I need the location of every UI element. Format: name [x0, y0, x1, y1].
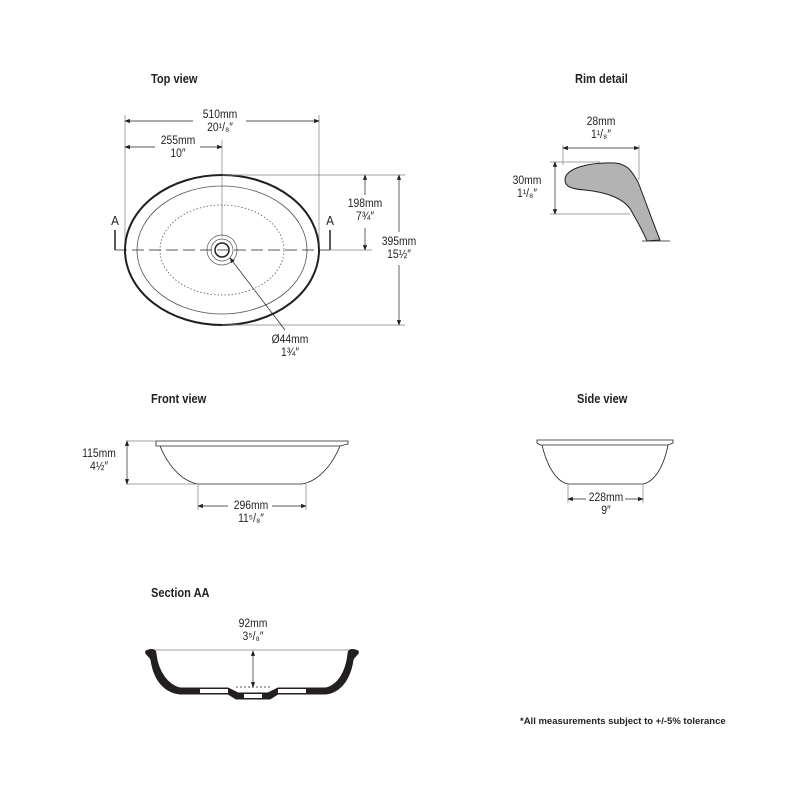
- rim-detail-drawing: [550, 145, 670, 242]
- top-width-label: 510mm 20¹/₈″: [198, 109, 243, 135]
- rim-height-in: 1¹/₈″: [516, 188, 538, 200]
- top-depth-mm: 395mm: [381, 236, 417, 248]
- top-width-in: 20¹/₈″: [207, 122, 233, 134]
- front-base-in: 11⁵/₈″: [238, 513, 264, 525]
- front-view-title: Front view: [151, 391, 207, 406]
- side-view-drawing: [536, 439, 674, 503]
- drain-diameter-mm: Ø44mm: [271, 334, 309, 346]
- top-depth-label: 395mm 15½″: [377, 236, 422, 262]
- front-height-in: 4½″: [89, 461, 109, 473]
- section-aa-drawing: [145, 648, 359, 700]
- section-depth-in: 3⁵/₈″: [242, 631, 264, 643]
- top-half-width-label: 255mm 10″: [156, 135, 201, 161]
- front-height-mm: 115mm: [82, 448, 116, 460]
- tolerance-footnote: *All measurements subject to +/-5% toler…: [520, 716, 726, 727]
- side-view-title: Side view: [577, 391, 628, 406]
- top-depth-in: 15½″: [387, 249, 411, 261]
- rim-height-label: 30mm 1¹/₈″: [505, 175, 550, 201]
- rim-width-mm: 28mm: [586, 116, 616, 128]
- rim-width-in: 1¹/₈″: [590, 129, 612, 141]
- drain-diameter-in: 1¾″: [280, 347, 300, 359]
- side-base-mm: 228mm: [588, 492, 624, 504]
- rim-detail-title: Rim detail: [575, 71, 628, 86]
- top-view-drawing: [114, 115, 405, 331]
- section-marker-left: A: [111, 213, 119, 228]
- top-view-title: Top view: [151, 71, 198, 86]
- top-width-mm: 510mm: [202, 109, 238, 121]
- section-aa-title: Section AA: [151, 585, 210, 600]
- section-depth-mm: 92mm: [238, 618, 268, 630]
- side-base-in: 9″: [601, 505, 611, 517]
- top-half-depth-mm: 198mm: [347, 198, 383, 210]
- rim-width-label: 28mm 1¹/₈″: [579, 116, 624, 142]
- section-marker-right: A: [326, 213, 334, 228]
- rim-height-mm: 30mm: [512, 175, 542, 187]
- top-half-depth-label: 198mm 7¾″: [343, 198, 388, 224]
- front-view-drawing: [124, 440, 349, 510]
- top-half-depth-in: 7¾″: [355, 211, 375, 223]
- drain-diameter-label: Ø44mm 1¾″: [268, 334, 313, 360]
- section-depth-label: 92mm 3⁵/₈″: [231, 618, 276, 644]
- front-base-mm: 296mm: [233, 500, 269, 512]
- top-half-width-in: 10″: [170, 148, 186, 160]
- side-base-label: 228mm 9″: [584, 492, 629, 518]
- front-height-label: 115mm 4½″: [77, 448, 122, 474]
- top-half-width-mm: 255mm: [160, 135, 196, 147]
- front-base-label: 296mm 11⁵/₈″: [229, 500, 274, 526]
